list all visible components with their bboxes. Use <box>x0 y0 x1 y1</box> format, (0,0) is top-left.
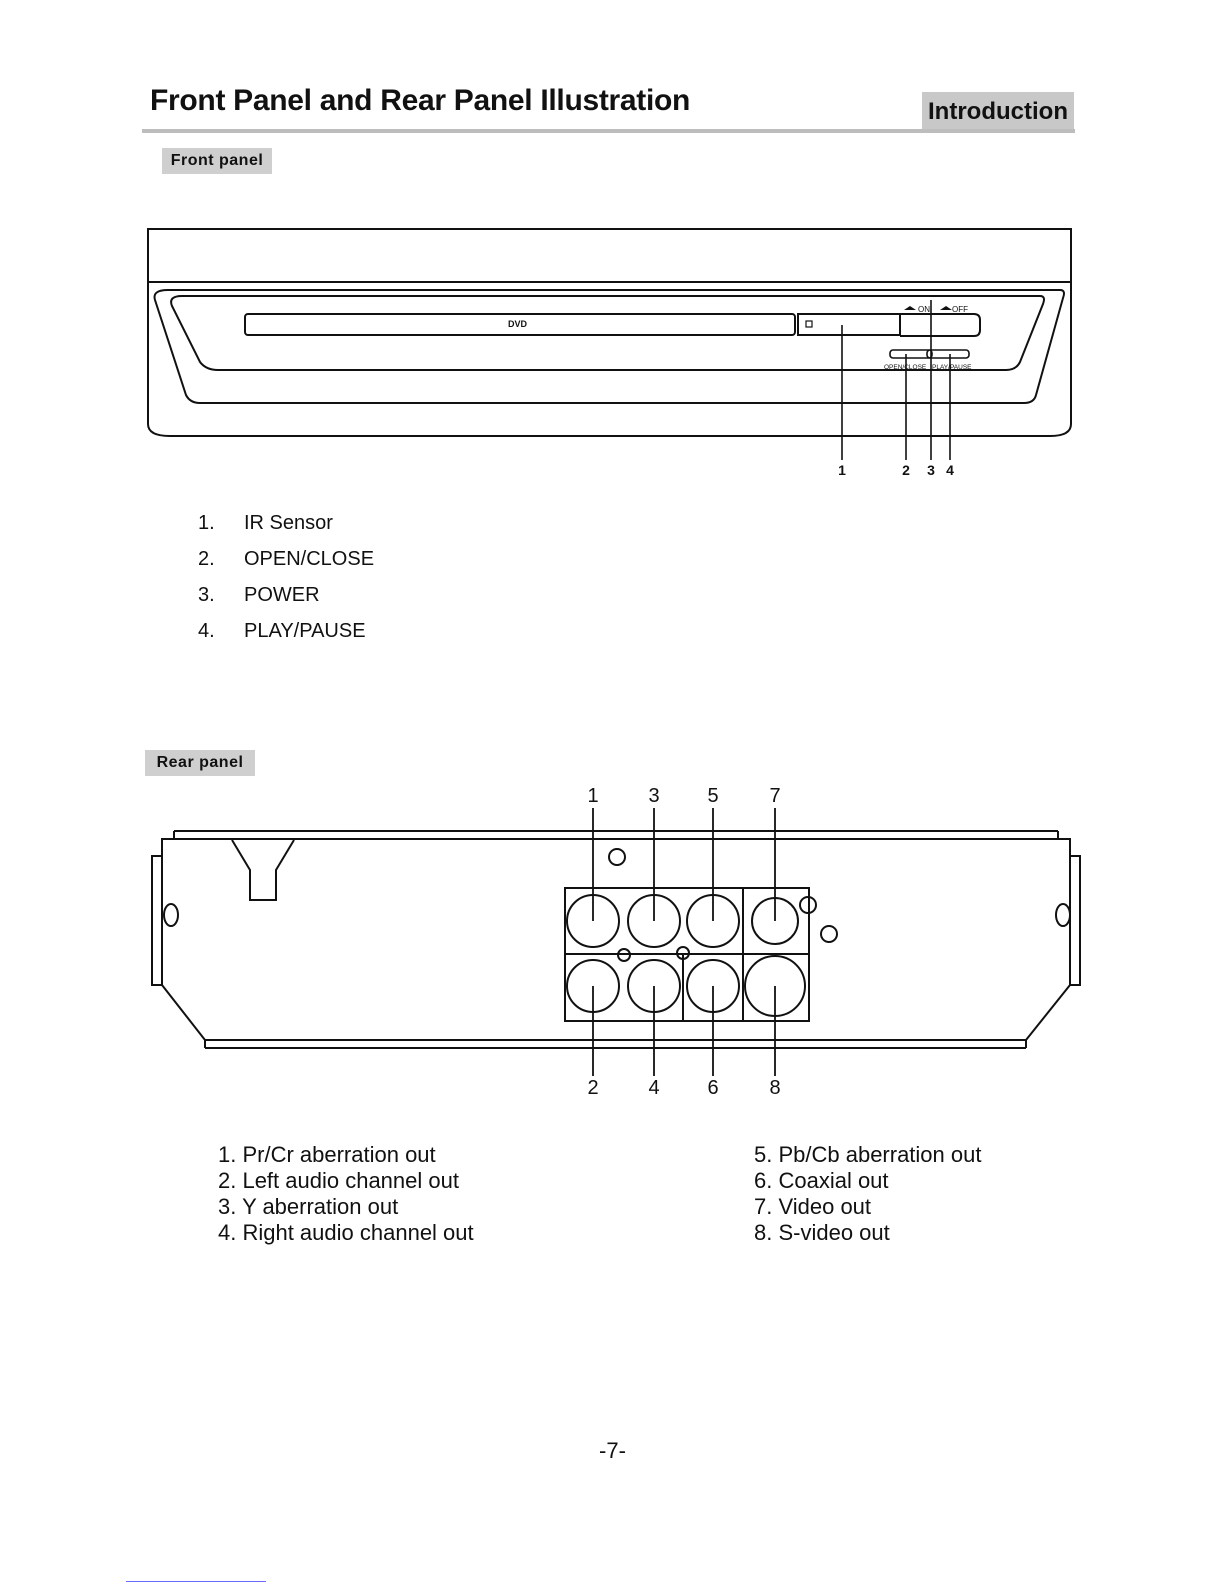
rear-callout-5: 5 <box>707 785 718 807</box>
rear-callout-4: 4 <box>648 1077 659 1099</box>
header-divider <box>142 129 1075 133</box>
front-bezel <box>153 289 1065 404</box>
item-number: 1. <box>198 512 215 534</box>
front-callout-3: 3 <box>927 462 935 478</box>
bottom-underline <box>126 1581 266 1582</box>
rear-callout-8: 8 <box>769 1077 780 1099</box>
power-off-label: OFF <box>952 305 968 314</box>
item-number: 2. <box>198 548 215 570</box>
item-label: POWER <box>244 584 320 606</box>
open-close-label: OPEN/CLOSE <box>884 364 927 371</box>
page-title: Front Panel and Rear Panel Illustration <box>150 84 691 117</box>
item-label: OPEN/CLOSE <box>244 548 375 570</box>
list-item: 6. Coaxial out <box>754 1168 889 1193</box>
open-close-button <box>889 349 933 359</box>
rear-panel-tag: Rear panel <box>145 750 255 776</box>
rear-legend-right: 5. Pb/Cb aberration out 6. Coaxial out 7… <box>754 1142 981 1246</box>
page-number: -7- <box>599 1438 626 1463</box>
dvd-logo: DVD <box>508 319 528 329</box>
rear-callout-6: 6 <box>707 1077 718 1099</box>
front-callout-4: 4 <box>946 462 954 478</box>
ir-sensor-window <box>797 313 901 336</box>
eject-icon <box>904 306 916 310</box>
front-panel-tag: Front panel <box>162 148 272 174</box>
item-label: PLAY/PAUSE <box>244 620 366 642</box>
item-number: 3. <box>198 584 215 606</box>
list-item: 8. S-video out <box>754 1220 890 1245</box>
front-callout-2: 2 <box>902 462 910 478</box>
power-cord-outlet <box>231 839 295 901</box>
play-pause-button <box>926 349 970 359</box>
rear-callout-2: 2 <box>587 1077 598 1099</box>
disc-tray <box>244 313 796 336</box>
power-icon <box>940 306 952 310</box>
mount-hole-right <box>1055 903 1071 927</box>
screw <box>608 848 626 866</box>
play-pause-label: PLAY/PAUSE <box>932 364 972 371</box>
rear-callout-7: 7 <box>769 785 780 807</box>
power-button <box>900 313 981 337</box>
list-item: 5. Pb/Cb aberration out <box>754 1142 982 1167</box>
list-item: 7. Video out <box>754 1194 872 1219</box>
rear-callout-3: 3 <box>648 785 659 807</box>
item-number: 4. <box>198 620 215 642</box>
screw <box>820 925 838 943</box>
rear-housing <box>161 838 1071 1041</box>
list-item: 3. Y aberration out <box>218 1194 399 1219</box>
list-item: 4. Right audio channel out <box>218 1220 474 1245</box>
rear-callout-1: 1 <box>587 785 598 807</box>
section-badge: Introduction <box>922 92 1074 132</box>
item-label: IR Sensor <box>244 512 333 534</box>
list-item: 2. Left audio channel out <box>218 1168 459 1193</box>
ir-sensor <box>805 320 813 328</box>
mount-hole-left <box>163 903 179 927</box>
power-on-label: ON <box>918 305 930 314</box>
list-item: 1. Pr/Cr aberration out <box>218 1142 436 1167</box>
rear-legend-left: 1. Pr/Cr aberration out 2. Left audio ch… <box>218 1142 474 1246</box>
front-callout-1: 1 <box>838 462 846 478</box>
front-housing-base <box>147 423 1072 437</box>
front-housing-top <box>147 228 1072 283</box>
